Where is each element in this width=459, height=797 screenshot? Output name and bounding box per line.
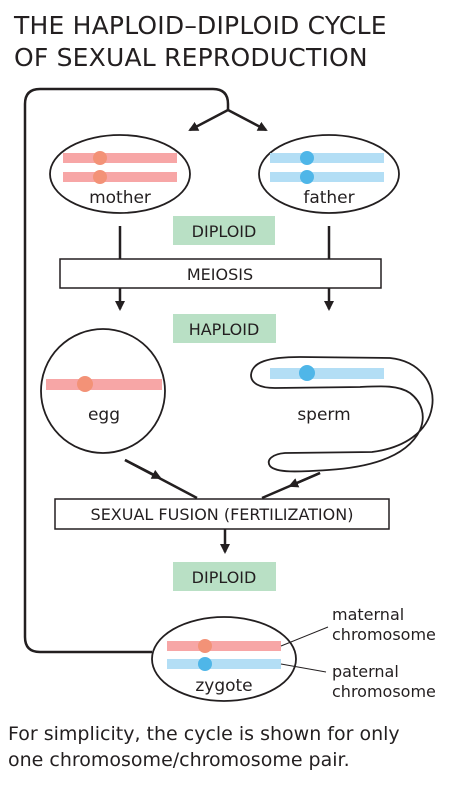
father-cell: father	[258, 134, 400, 214]
meiosis-box	[59, 258, 382, 289]
paternal-chromosome	[270, 368, 384, 379]
maternal-centromere	[77, 376, 93, 392]
diploid-label-top: DIPLOID	[192, 222, 257, 241]
paternal-centromere	[300, 170, 314, 184]
arrow-sperm-to-fusion	[288, 471, 321, 488]
zygote-label: zygote	[195, 676, 252, 696]
paternal-leader-line	[280, 663, 327, 673]
arrow-to-father	[227, 108, 268, 132]
title-line-1: THE HAPLOID–DIPLOID CYCLE	[14, 11, 387, 40]
arrow-to-mother	[188, 108, 229, 132]
maternal-chromosome	[63, 172, 177, 182]
paternal-annotation-line-1: paternal	[332, 662, 399, 681]
maternal-centromere	[93, 151, 107, 165]
paternal-chromosome	[270, 153, 384, 163]
egg-cell: egg	[40, 328, 166, 454]
maternal-centromere	[93, 170, 107, 184]
diagram-title: THE HAPLOID–DIPLOID CYCLE OF SEXUAL REPR…	[14, 10, 454, 74]
meiosis-label: MEIOSIS	[187, 265, 253, 284]
haploid-label: HAPLOID	[189, 320, 260, 339]
diploid-badge-top	[173, 216, 275, 245]
figure-caption: For simplicity, the cycle is shown for o…	[8, 721, 456, 773]
maternal-annotation-line-1: maternal	[332, 605, 404, 624]
maternal-annotation-line-2: chromosome	[332, 625, 436, 644]
maternal-chromosome	[63, 153, 177, 163]
maternal-centromere	[198, 639, 212, 653]
caption-line-1: For simplicity, the cycle is shown for o…	[8, 723, 400, 745]
zygote-cell: zygote	[151, 616, 297, 702]
diploid-badge-bottom	[173, 562, 276, 591]
mother-label: mother	[89, 188, 151, 208]
fusion-box	[54, 498, 390, 530]
paternal-chromosome	[167, 659, 281, 669]
maternal-leader-line	[280, 626, 329, 647]
egg-label: egg	[88, 405, 120, 425]
paternal-centromere	[198, 657, 212, 671]
mother-cell: mother	[49, 134, 191, 214]
cycle-return-line	[23, 87, 230, 654]
paternal-centromere	[299, 365, 315, 381]
caption-line-2: one chromosome/chromosome pair.	[8, 749, 350, 771]
father-label: father	[303, 188, 354, 208]
sperm-cell: sperm	[250, 356, 434, 473]
title-line-2: OF SEXUAL REPRODUCTION	[14, 43, 368, 72]
maternal-chromosome	[167, 641, 281, 651]
paternal-annotation-line-2: chromosome	[332, 682, 436, 701]
maternal-chromosome	[46, 379, 162, 390]
paternal-chromosome	[270, 172, 384, 182]
sperm-label: sperm	[297, 405, 350, 425]
arrow-egg-to-fusion	[124, 458, 162, 480]
haploid-diploid-cycle-diagram: mother father DIPLOID MEIOSIS HAPLOID eg…	[23, 87, 436, 702]
paternal-centromere	[300, 151, 314, 165]
diploid-label-bottom: DIPLOID	[192, 568, 257, 587]
fusion-label: SEXUAL FUSION (FERTILIZATION)	[91, 505, 354, 524]
haploid-badge	[173, 314, 276, 343]
